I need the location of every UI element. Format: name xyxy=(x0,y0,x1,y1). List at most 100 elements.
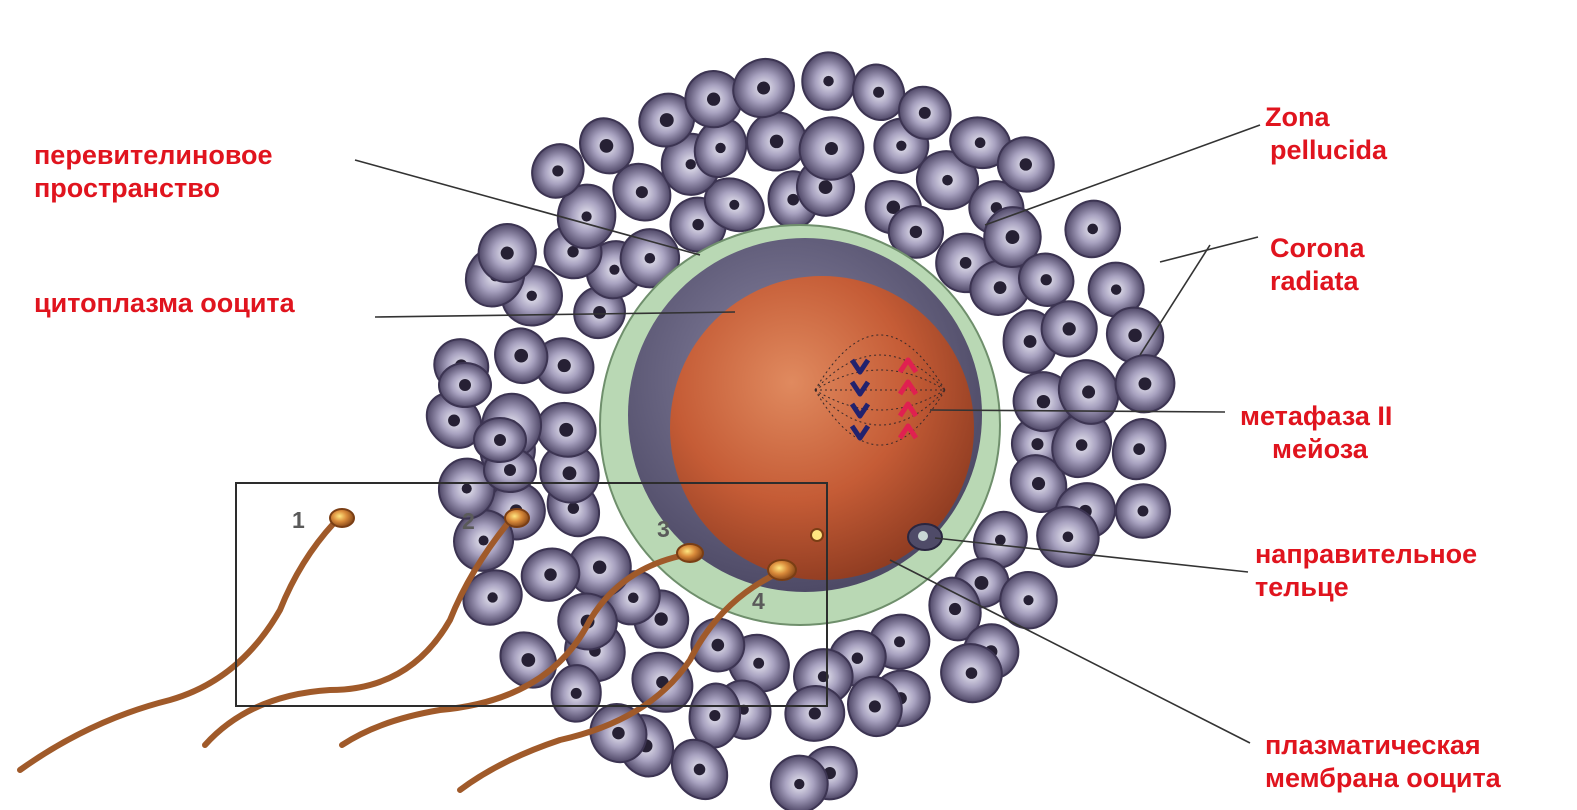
sperm-4-head xyxy=(768,560,796,580)
corona-cell-nucleus xyxy=(794,779,804,789)
corona-cell-nucleus xyxy=(1006,230,1020,244)
corona-cell-nucleus xyxy=(715,143,725,153)
corona-cell-nucleus xyxy=(694,764,706,776)
corona-cell-nucleus xyxy=(1133,443,1145,455)
corona-cell-nucleus xyxy=(1082,386,1095,399)
label-zona-pellucida: Zona pellucida xyxy=(1265,101,1387,167)
corona-cell-nucleus xyxy=(1024,335,1037,348)
corona-cell xyxy=(454,560,532,635)
label-zona-line1: Zona xyxy=(1265,101,1387,134)
corona-cell-nucleus xyxy=(1139,377,1152,390)
corona-cell-nucleus xyxy=(894,636,905,647)
corona-cell-nucleus xyxy=(960,257,972,269)
label-perivitelline-line1: перевителиновое xyxy=(34,139,273,172)
label-polar-body-line1: направительное xyxy=(1255,538,1477,571)
corona-cell-nucleus xyxy=(1076,439,1088,451)
corona-cell-nucleus xyxy=(628,593,639,604)
corona-cell xyxy=(744,109,810,174)
corona-cell xyxy=(474,418,526,462)
label-perivitelline-space: перевителиновое пространство xyxy=(34,139,273,205)
corona-cell-nucleus xyxy=(494,434,506,446)
corona-cell-nucleus xyxy=(910,226,922,238)
corona-cell-nucleus xyxy=(1087,224,1098,235)
corona-cell-nucleus xyxy=(563,466,577,480)
corona-cell-nucleus xyxy=(552,165,563,176)
leader-corona-1 xyxy=(1160,237,1258,262)
label-plasma-membrane: плазматическая мембрана ооцита xyxy=(1265,729,1501,795)
corona-cell-nucleus xyxy=(1063,322,1076,335)
corona-cell-nucleus xyxy=(949,603,961,615)
label-perivitelline-line2: пространство xyxy=(34,172,273,205)
sperm-number-2: 2 xyxy=(462,508,475,534)
corona-cell xyxy=(801,52,855,111)
corona-cell-nucleus xyxy=(1037,395,1050,408)
corona-cell-nucleus xyxy=(593,306,606,319)
corona-cell-nucleus xyxy=(593,560,606,573)
corona-cell-nucleus xyxy=(1128,329,1141,342)
corona-cell-nucleus xyxy=(995,535,1006,546)
corona-cell-nucleus xyxy=(1063,531,1074,542)
corona-cell-nucleus xyxy=(709,710,720,721)
corona-cell-nucleus xyxy=(692,219,703,230)
sperm-number-1: 1 xyxy=(292,507,305,533)
corona-cell xyxy=(439,363,491,407)
label-metaphase-line1: метафаза II xyxy=(1240,400,1392,433)
corona-cell-nucleus xyxy=(975,576,989,590)
label-polar-body: направительное тельце xyxy=(1255,538,1477,604)
corona-cell-nucleus xyxy=(770,135,783,148)
polar-body xyxy=(908,524,942,550)
corona-cell-nucleus xyxy=(1111,284,1121,294)
corona-cell-nucleus xyxy=(1138,506,1149,517)
leader-corona-2 xyxy=(1140,245,1210,355)
sperm-3-head xyxy=(677,544,703,562)
corona-cell-nucleus xyxy=(823,76,833,86)
sperm-fused-head xyxy=(811,529,823,541)
corona-cell-nucleus xyxy=(527,291,537,301)
sperm-number-4: 4 xyxy=(752,588,765,614)
corona-cell-nucleus xyxy=(487,592,497,602)
corona-cell-nucleus xyxy=(504,464,516,476)
corona-cell-nucleus xyxy=(559,423,573,437)
corona-cell-nucleus xyxy=(712,639,725,652)
corona-cell-nucleus xyxy=(896,141,906,151)
label-metaphase-line2: мейоза xyxy=(1240,433,1392,466)
corona-cell-nucleus xyxy=(660,113,674,127)
corona-cell-nucleus xyxy=(568,502,579,513)
corona-cell xyxy=(1104,411,1173,486)
corona-cell-nucleus xyxy=(521,653,535,667)
corona-cell-nucleus xyxy=(809,707,821,719)
corona-cell-nucleus xyxy=(581,211,591,221)
corona-cell-nucleus xyxy=(1020,158,1032,170)
label-corona-line2: radiata xyxy=(1270,265,1365,298)
corona-cell-nucleus xyxy=(612,727,625,740)
label-oocyte-cytoplasm: цитоплазма ооцита xyxy=(34,287,295,320)
corona-cell-nucleus xyxy=(942,175,953,186)
corona-cell-nucleus xyxy=(479,536,489,546)
sperm-number-3: 3 xyxy=(657,516,670,542)
sperm-1-tail xyxy=(20,523,334,770)
corona-cell-nucleus xyxy=(609,265,619,275)
corona-cell-nucleus xyxy=(514,349,528,363)
corona-cell-nucleus xyxy=(544,568,556,580)
sperm-2-head xyxy=(505,509,529,527)
corona-cell-nucleus xyxy=(462,484,472,494)
corona-cell-nucleus xyxy=(600,139,614,153)
corona-cell-nucleus xyxy=(571,688,582,699)
corona-cell-nucleus xyxy=(459,379,471,391)
corona-cell-nucleus xyxy=(852,653,863,664)
corona-cell-nucleus xyxy=(757,82,770,95)
label-polar-body-line2: тельце xyxy=(1255,571,1477,604)
corona-cell-nucleus xyxy=(825,142,838,155)
corona-cell-nucleus xyxy=(994,281,1007,294)
corona-cell-nucleus xyxy=(645,253,656,264)
corona-cell-nucleus xyxy=(873,87,884,98)
label-membrane-line2: мембрана ооцита xyxy=(1265,762,1501,795)
corona-cell xyxy=(1057,192,1129,266)
label-zona-line2: pellucida xyxy=(1265,134,1387,167)
corona-cell-nucleus xyxy=(686,159,696,169)
corona-cell-nucleus xyxy=(919,107,931,119)
corona-cell-nucleus xyxy=(1031,438,1043,450)
label-corona-line1: Corona xyxy=(1270,232,1365,265)
corona-cell-nucleus xyxy=(707,93,720,106)
